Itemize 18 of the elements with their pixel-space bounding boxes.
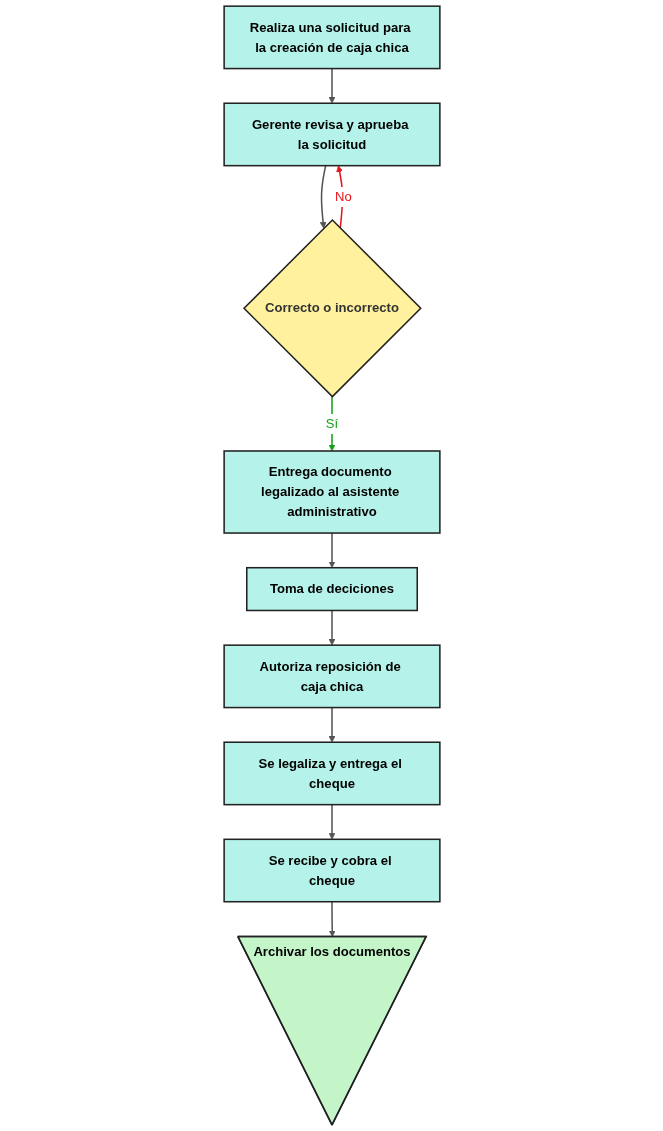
arrow	[328, 900, 336, 938]
arrow	[328, 803, 335, 840]
node-box: Gerente revisa y aprueba la solicitud	[222, 102, 441, 167]
node-diamond: Correcto o incorrecto	[242, 218, 422, 398]
edge-label: Sí	[325, 416, 338, 431]
arrow	[328, 706, 335, 743]
edge-label: No	[334, 189, 352, 204]
node-box: Realiza una solicitud para la creación de caja chica	[222, 5, 441, 70]
node-box: Toma de deciciones	[245, 566, 418, 612]
node-box: Entrega documento legalizado al asistente administrativo	[222, 450, 441, 534]
node-box: Se recibe y cobra el cheque	[222, 838, 441, 903]
node-box: Se legaliza y entrega el cheque	[222, 741, 441, 806]
arrow	[319, 164, 326, 229]
node-box: Autoriza reposición de caja chica	[222, 644, 441, 709]
arrow	[328, 532, 335, 568]
arrow	[335, 165, 343, 229]
arrow	[328, 609, 335, 646]
arrow	[328, 67, 335, 104]
